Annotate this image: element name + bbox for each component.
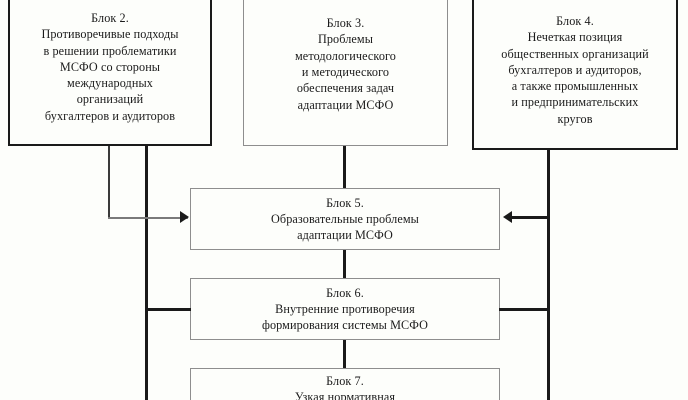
connector-right-rail <box>547 150 550 400</box>
connector-right-rail-to-block6 <box>499 308 549 311</box>
block-5: Блок 5. Образовательные проблемы адаптац… <box>190 188 500 250</box>
block-4: Блок 4. Нечеткая позиция общественных ор… <box>472 0 678 150</box>
connector-block6-to-block7 <box>343 340 346 368</box>
block-2-text: Блок 2. Противоречивые подходы в решении… <box>41 10 179 123</box>
connector-left-elbow-vertical <box>108 146 110 219</box>
arrow-into-block5-right <box>503 211 512 223</box>
connector-left-rail <box>145 146 148 400</box>
connector-block3-to-block5 <box>343 146 346 188</box>
block-3-text: Блок 3. Проблемы методологического и мет… <box>295 16 396 112</box>
arrow-into-block5-left <box>180 211 189 223</box>
block-5-text: Блок 5. Образовательные проблемы адаптац… <box>271 195 419 243</box>
connector-left-elbow-horizontal <box>108 217 188 219</box>
block-2: Блок 2. Противоречивые подходы в решении… <box>8 0 212 146</box>
connector-right-to-block5 <box>512 216 549 219</box>
block-4-text: Блок 4. Нечеткая позиция общественных ор… <box>501 13 649 126</box>
block-3: Блок 3. Проблемы методологического и мет… <box>243 0 448 146</box>
connector-block5-to-block6 <box>343 250 346 278</box>
block-6-text: Блок 6. Внутренние противоречия формиров… <box>261 285 429 333</box>
block-7-text: Блок 7. Узкая нормативная <box>294 374 396 400</box>
block-7: Блок 7. Узкая нормативная <box>190 368 500 400</box>
block-6: Блок 6. Внутренние противоречия формиров… <box>190 278 500 340</box>
connector-left-rail-to-block6 <box>145 308 191 311</box>
